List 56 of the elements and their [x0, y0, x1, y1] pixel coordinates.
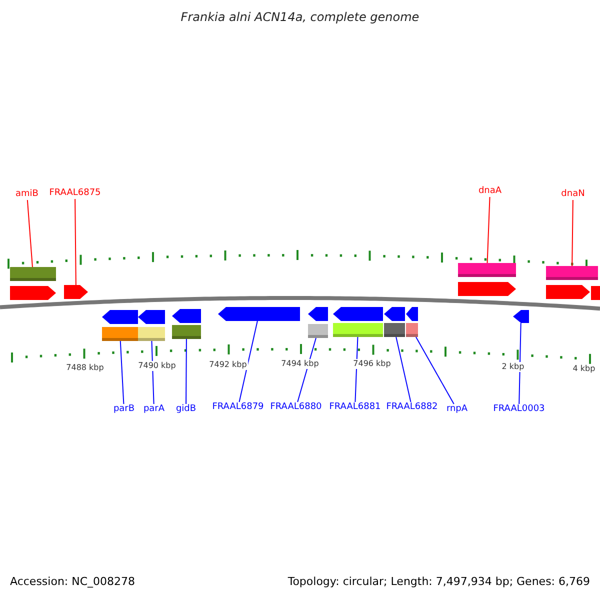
gene-label: FRAAL6880 [270, 402, 322, 413]
gene-bar [546, 266, 598, 280]
gene-label: FRAAL0003 [493, 404, 545, 415]
leader-line [396, 336, 412, 402]
leader-line [486, 196, 490, 264]
diagram-title: Frankia alni ACN14a, complete genome [180, 10, 420, 24]
scale-label: 7496 kbp [352, 359, 392, 369]
gene-label: gidB [176, 404, 196, 415]
gene-feature [308, 307, 328, 321]
leader-line [518, 322, 522, 404]
gene-feature [64, 285, 88, 299]
gene-label: parB [113, 404, 135, 415]
gene-bar [138, 327, 165, 341]
gene-feature [513, 310, 529, 323]
gene-bar [172, 325, 201, 339]
gene-label: FRAAL6882 [386, 402, 438, 413]
gene-feature [384, 307, 405, 321]
gene-feature [10, 286, 56, 300]
gene-label: FRAAL6875 [49, 188, 101, 199]
gene-label: parA [143, 404, 165, 415]
scale-label: 4 kbp [572, 364, 596, 374]
footer-text: Accession: NC_008278 [10, 575, 136, 589]
leader-line [186, 338, 187, 404]
gene-feature [138, 310, 165, 324]
gene-feature [591, 286, 600, 300]
leader-line [238, 320, 258, 402]
gene-label: amiB [16, 189, 38, 200]
gene-feature [458, 282, 516, 296]
gene-bar [333, 323, 383, 337]
gene-bar [384, 323, 405, 337]
leader-line [415, 336, 454, 404]
scale-label: 7494 kbp [280, 359, 320, 369]
footer-text: Topology: circular; Length: 7,497,934 bp; Genes: 6,769 [288, 575, 590, 589]
gene-feature [218, 307, 300, 321]
gene-feature [546, 285, 590, 299]
gene-label: FRAAL6879 [212, 402, 264, 413]
scale-label: 2 kbp [500, 362, 526, 372]
leader-line [572, 200, 574, 266]
gene-label: dnaN [561, 189, 585, 200]
gene-bar [458, 263, 516, 277]
gene-bar [406, 323, 418, 337]
gene-bar [10, 267, 56, 281]
gene-feature [172, 309, 201, 323]
scale-label: 7492 kbp [208, 360, 248, 370]
gene-bar [102, 327, 138, 341]
leader-line [26, 200, 33, 268]
gene-bar [308, 324, 328, 338]
leader-line [120, 340, 124, 404]
gene-feature [102, 310, 138, 324]
gene-feature [406, 307, 418, 321]
scale-label: 7490 kbp [137, 361, 177, 371]
gene-label: dnaA [478, 186, 502, 197]
gene-label: rnpA [446, 404, 468, 415]
leader-line [74, 198, 76, 286]
scale-label: 7488 kbp [65, 363, 105, 373]
gene-label: FRAAL6881 [329, 402, 381, 413]
